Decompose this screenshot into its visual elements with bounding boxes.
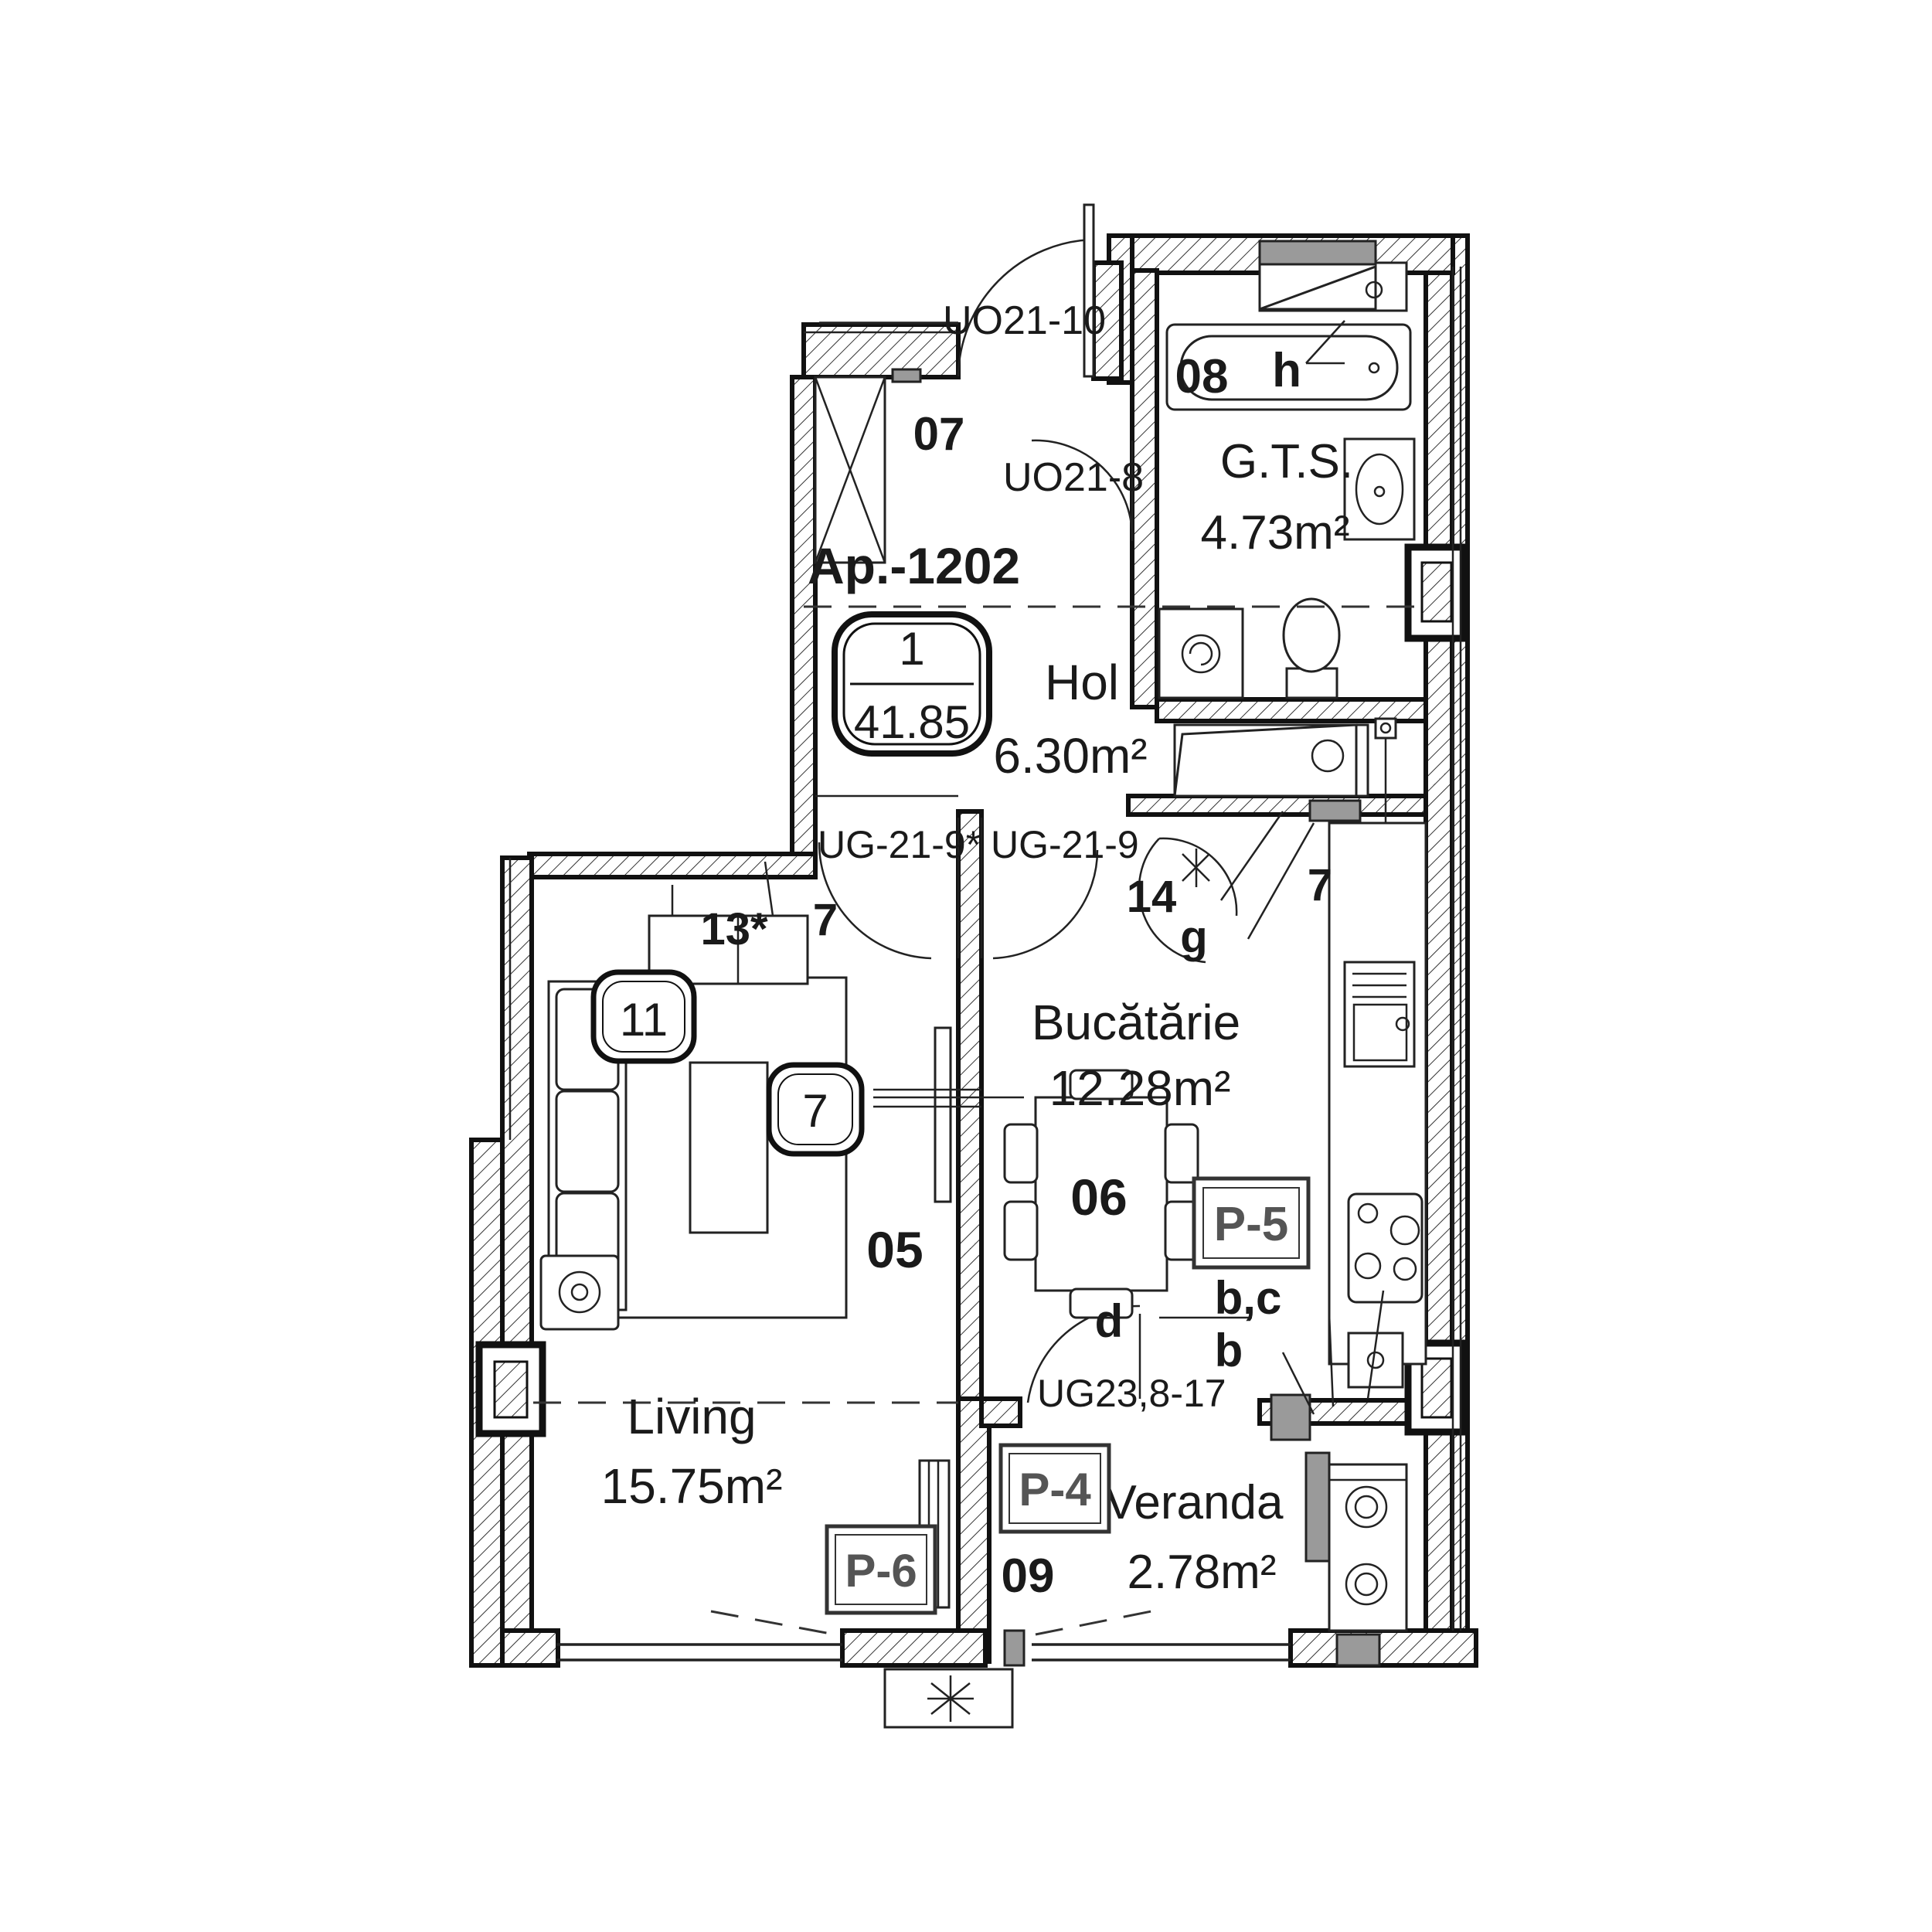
marker-h: h (1272, 344, 1301, 397)
apartment-label: Ap.-1202 (808, 537, 1020, 594)
unit-badge-area: 41.85 (854, 696, 970, 748)
marker-bc: b,c (1215, 1272, 1282, 1324)
hall-boiler (1173, 717, 1397, 883)
marker-7-living: 7 (813, 895, 838, 945)
door-labels: UO21-10 UO21-8 UG-21-9* UG-21-9 UG23,8-1… (818, 298, 1226, 1415)
panel-tags: P-5 P-4 P-6 (825, 1176, 1311, 1615)
panel-tag-p6: P-6 (845, 1545, 917, 1597)
marker-g: g (1180, 912, 1207, 962)
door-label-kitchen: UG-21-9 (991, 823, 1139, 866)
unit-badge: 1 41.85 (832, 611, 992, 757)
outdoor-ac-unit (883, 1668, 1014, 1729)
washbasin (1343, 437, 1416, 541)
room-boundaries (533, 605, 1422, 1636)
marker-14: 14 (1127, 872, 1177, 922)
leader-lines (671, 320, 1345, 1415)
room-code-hol: 07 (913, 408, 965, 460)
room-name-hol: Hol (1045, 655, 1119, 710)
room-labels: 07 Hol 6.30m² 08 G.T.S. 4.73m² Bucătărie… (601, 350, 1354, 1603)
windows (509, 267, 1462, 1662)
living-armchair (539, 1254, 620, 1331)
room-code-gts: 08 (1175, 350, 1229, 403)
marker-b: b (1215, 1325, 1243, 1376)
room-name-gts: G.T.S. (1220, 435, 1353, 488)
room-area-living: 15.75m² (601, 1458, 783, 1514)
room-area-veranda: 2.78m² (1128, 1546, 1277, 1599)
toilet (1282, 597, 1341, 699)
marker-13: 13* (700, 904, 768, 954)
room-name-living: Living (627, 1389, 756, 1444)
door-label-entry: UO21-10 (943, 298, 1106, 343)
room-area-gts: 4.73m² (1201, 506, 1350, 560)
washing-machine (1158, 607, 1244, 699)
tv-unit (934, 1026, 952, 1203)
hall-wardrobe (814, 368, 922, 564)
room-name-bucatarie: Bucătărie (1032, 995, 1240, 1050)
columns (475, 543, 1468, 1437)
door-swings (818, 203, 1141, 1403)
bathtub (1165, 240, 1412, 411)
room-name-veranda: Veranda (1105, 1476, 1284, 1529)
panel-tag-p5: P-5 (1214, 1198, 1288, 1251)
kitchen-hood (1138, 837, 1238, 964)
marker-7-kitchen: 7 (1308, 860, 1332, 910)
room-area-hol: 6.30m² (993, 728, 1147, 784)
veranda-ac-units (1003, 1393, 1408, 1667)
unit-badge-number: 1 (899, 623, 924, 675)
apartment-number: Ap.-1202 (808, 537, 1020, 594)
room-code-living: 05 (866, 1221, 923, 1278)
room-code-bucatarie: 06 (1070, 1168, 1127, 1226)
door-label-living: UG-21-9* (818, 823, 981, 866)
marker-d: d (1095, 1295, 1124, 1347)
door-label-veranda: UG23,8-17 (1037, 1372, 1226, 1415)
room-code-veranda: 09 (1002, 1549, 1055, 1603)
room-area-bucatarie: 12.28m² (1049, 1060, 1231, 1116)
panel-tag-p4: P-4 (1019, 1464, 1091, 1515)
kitchen-counter (1328, 821, 1427, 1400)
markers: 11 7 13* 7 14 7 g h d b,c b (590, 344, 1332, 1376)
marker-7: 7 (802, 1085, 828, 1137)
marker-11: 11 (620, 994, 668, 1046)
door-label-bath: UO21-8 (1003, 455, 1144, 500)
dining-table (1003, 1069, 1199, 1319)
